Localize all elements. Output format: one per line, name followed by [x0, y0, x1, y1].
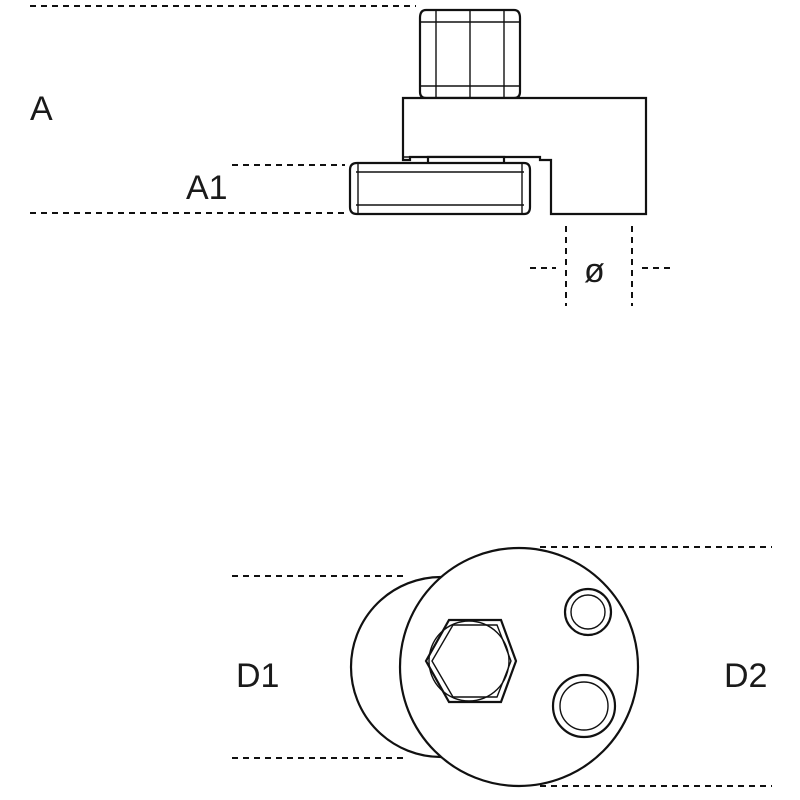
label-a1: A1 — [186, 169, 228, 207]
label-d1: D1 — [236, 657, 279, 695]
hex-nut-top — [424, 618, 518, 704]
hex-bolt-side — [418, 8, 522, 100]
top-view: D1 D2 — [232, 546, 772, 788]
clamp-body-side — [401, 96, 648, 216]
label-bore: ø — [584, 252, 605, 290]
label-a: A — [30, 90, 53, 128]
label-d2: D2 — [724, 657, 767, 695]
small-hole — [563, 587, 613, 637]
roller-side — [348, 161, 532, 216]
large-hole — [551, 673, 617, 739]
side-view: A A1 ø — [30, 5, 670, 306]
